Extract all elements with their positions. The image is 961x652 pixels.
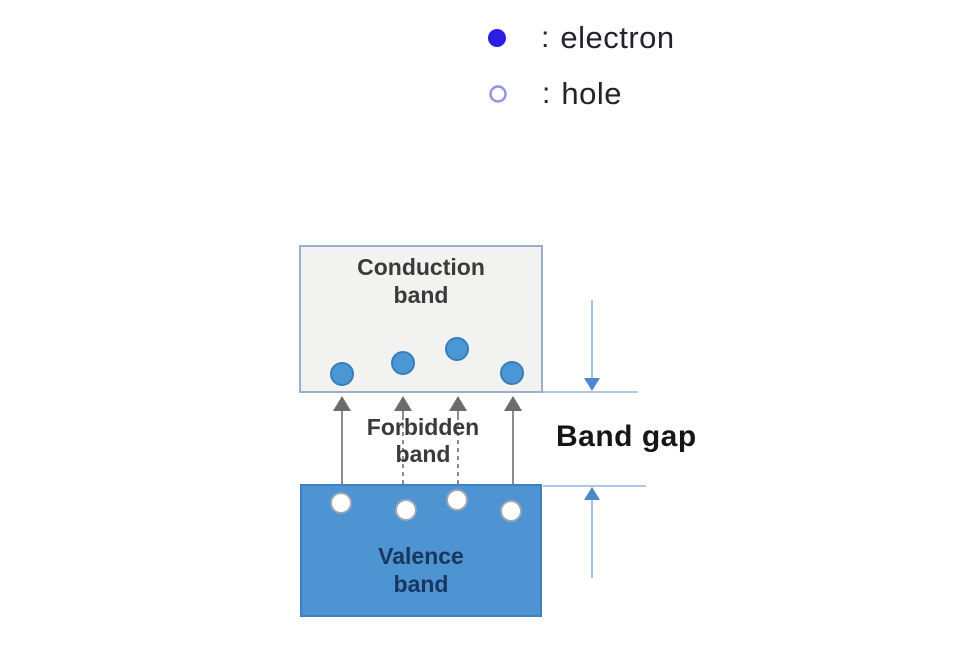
electron-dot-icon [330,362,354,386]
forbidden-band-label-line2: band [395,441,451,467]
electron-dot-icon [488,29,506,47]
excitation-arrow-head-icon [394,396,412,411]
legend-colon: : [542,77,551,110]
hole-dot-icon [500,500,522,522]
hole-dot-icon [395,499,417,521]
band-gap-label: Band gap [556,420,697,453]
valence-band-label-line1: Valence [378,543,464,569]
legend-colon: : [541,21,550,54]
hole-dot-icon [489,85,507,103]
excitation-arrow-head-icon [504,396,522,411]
gap-arrow-down-head-icon [584,378,600,391]
hole-dots [330,489,522,522]
electron-dot-icon [500,361,524,385]
legend-item-hole: : hole [488,72,622,116]
electron-dot-icon [391,351,415,375]
legend-label-electron: electron [560,20,675,55]
valence-band-label: Valence band [302,542,540,598]
forbidden-band-label: Forbidden band [340,414,506,468]
legend-label-hole: hole [561,76,622,111]
legend-item-electron: : electron [487,16,675,60]
gap-arrow-up-head-icon [584,487,600,500]
electron-dots [330,337,524,386]
valence-band-label-line2: band [393,571,449,597]
forbidden-band-label-line1: Forbidden [366,414,480,440]
band-gap-measure [543,300,646,578]
excitation-arrows [333,396,522,484]
hole-dot-icon-shape [489,85,507,103]
conduction-band-label: Conduction band [301,253,541,309]
hole-dot-icon [446,489,468,511]
hole-dot-icon [330,492,352,514]
conduction-band-label-line1: Conduction [357,254,485,280]
excitation-arrow-head-icon [333,396,351,411]
electron-dot-icon [445,337,469,361]
conduction-band-label-line2: band [393,282,449,308]
electron-dot-icon-shape [488,29,506,47]
excitation-arrow-head-icon [449,396,467,411]
